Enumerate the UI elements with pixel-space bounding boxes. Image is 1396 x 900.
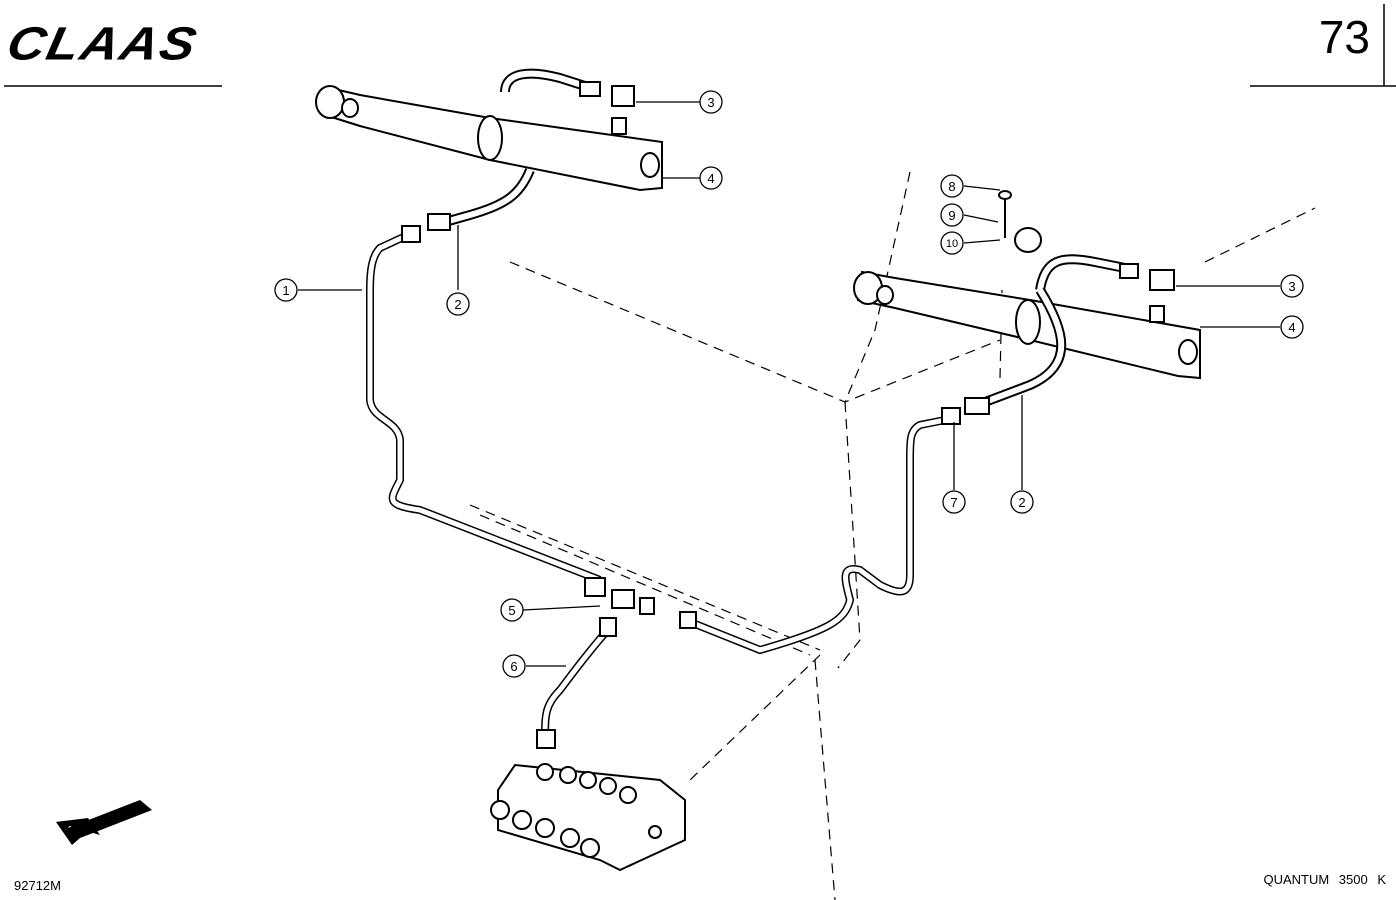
callout-label: 6 [510, 659, 517, 674]
page-number: 73 [1318, 11, 1370, 63]
callout-label: 2 [1018, 495, 1025, 510]
right-hose [964, 190, 1175, 415]
callout-c3-left: 3 [699, 90, 723, 114]
callout-c6: 6 [502, 654, 526, 678]
left-hydraulic-cylinder [315, 85, 663, 192]
callout-label: 2 [454, 297, 461, 312]
leader-lines [298, 101, 1280, 667]
callout-label: 3 [707, 95, 714, 110]
callout-c5: 5 [500, 598, 524, 622]
right-hydraulic-cylinder [853, 270, 1201, 380]
callout-label: 5 [508, 603, 515, 618]
callout-c8: 8 [940, 174, 964, 198]
callout-c4-right: 4 [1280, 315, 1304, 339]
callout-label: 4 [1288, 320, 1295, 335]
callout-label: 9 [948, 208, 955, 223]
callout-c9: 9 [940, 203, 964, 227]
callout-c7: 7 [942, 490, 966, 514]
callout-label: 4 [707, 171, 714, 186]
steel-pipe-left [366, 225, 602, 584]
left-hose [427, 68, 635, 231]
callout-label: 7 [950, 495, 957, 510]
tee-fitting [584, 577, 655, 615]
callout-label: 3 [1288, 279, 1295, 294]
callout-c3-right: 3 [1280, 274, 1304, 298]
direction-arrow-icon [56, 800, 152, 845]
callout-c2-left: 2 [446, 292, 470, 316]
callout-c4-left: 4 [699, 166, 723, 190]
page-frame [4, 4, 1396, 87]
steel-pipe-6 [536, 617, 617, 749]
steel-pipe-right [679, 407, 961, 655]
callout-c2-right: 2 [1010, 490, 1034, 514]
callout-label: 10 [946, 238, 958, 250]
callout-c1-left: 1 [274, 278, 298, 302]
callout-c10: 10 [940, 231, 964, 255]
callout-label: 1 [282, 283, 289, 298]
callout-label: 8 [948, 179, 955, 194]
model-name: QUANTUM 3500 K [1263, 872, 1386, 887]
drawing-reference-code: 92712M [14, 878, 61, 893]
control-valve-block [490, 763, 686, 872]
